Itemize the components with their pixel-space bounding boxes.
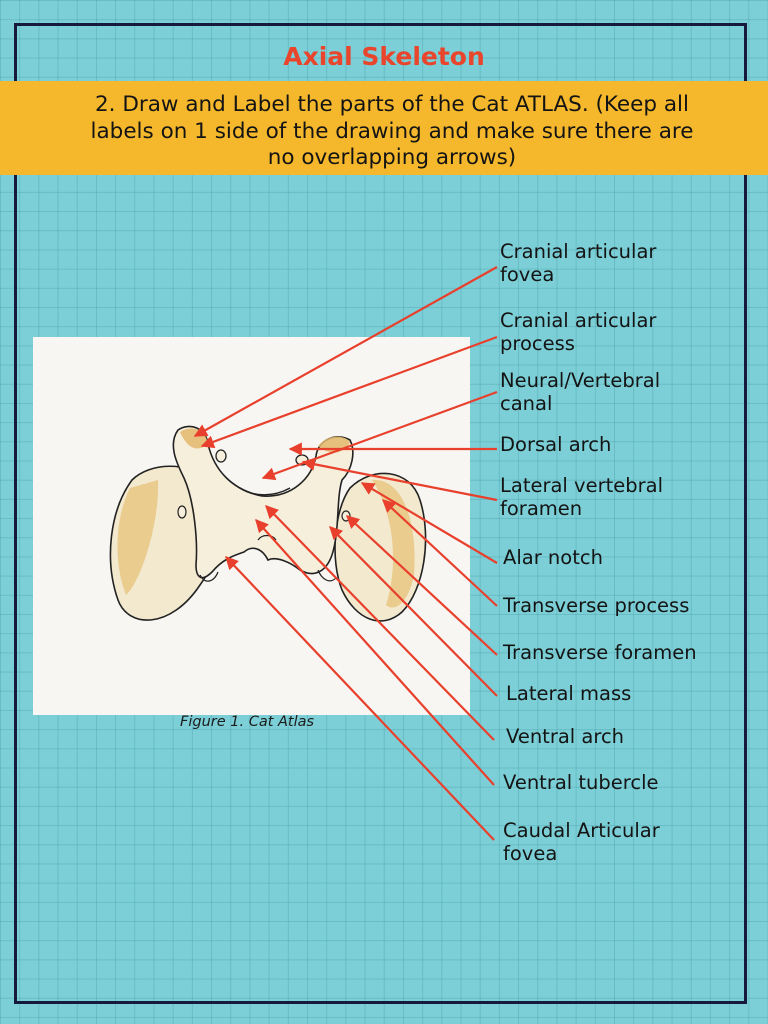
- arrow-caudal-articular-fovea: [225, 556, 495, 841]
- label-line: Lateral vertebral: [500, 474, 663, 497]
- label-alar-notch: Alar notch: [503, 546, 603, 569]
- label-line: Ventral tubercle: [503, 771, 659, 794]
- arrow-ventral-tubercle: [255, 519, 495, 786]
- label-neural-vertebral-canal: Neural/Vertebral canal: [500, 369, 660, 415]
- label-line: Cranial articular: [500, 240, 657, 263]
- label-line: Neural/Vertebral: [500, 369, 661, 392]
- instruction-line-1: 2. Draw and Label the parts of the Cat A…: [95, 92, 689, 117]
- arrow-ventral-arch: [265, 505, 495, 741]
- label-arrows: [193, 266, 498, 841]
- label-line: Dorsal arch: [500, 433, 612, 456]
- label-lateral-mass: Lateral mass: [506, 682, 631, 705]
- label-transverse-process: Transverse process: [503, 594, 689, 617]
- arrow-lateral-vertebral-foramen: [301, 457, 498, 502]
- label-lateral-vertebral-foramen: Lateral vertebral foramen: [500, 474, 663, 520]
- label-line: Transverse foramen: [503, 641, 697, 664]
- arrow-transverse-foramen: [346, 515, 498, 656]
- arrow-neural-canal: [261, 390, 498, 481]
- label-line: fovea: [503, 842, 558, 865]
- figure-caption: Figure 1. Cat Atlas: [180, 714, 315, 730]
- label-cranial-articular-process: Cranial articular process: [500, 309, 656, 355]
- label-line: foramen: [500, 497, 583, 520]
- arrow-lateral-mass: [329, 526, 498, 697]
- label-line: process: [500, 332, 575, 355]
- label-line: Cranial articular: [500, 309, 657, 332]
- label-line: Alar notch: [503, 546, 603, 569]
- arrow-transverse-process: [382, 499, 498, 607]
- label-ventral-arch: Ventral arch: [506, 725, 624, 748]
- label-line: Ventral arch: [506, 725, 625, 748]
- instruction-banner: [0, 81, 768, 175]
- label-line: Lateral mass: [506, 682, 632, 705]
- label-line: fovea: [500, 263, 555, 286]
- label-transverse-foramen: Transverse foramen: [503, 641, 697, 664]
- arrow-alar-notch: [360, 482, 498, 564]
- instruction-text: 2. Draw and Label the parts of the Cat A…: [20, 92, 764, 172]
- page-frame: [14, 23, 747, 1004]
- label-line: canal: [500, 392, 553, 415]
- page-title: Axial Skeleton: [283, 42, 485, 71]
- instruction-line-3: no overlapping arrows): [267, 145, 517, 170]
- label-line: Caudal Articular: [503, 819, 660, 842]
- arrow-cranial-articular-process: [200, 335, 498, 449]
- arrow-cranial-articular-fovea: [193, 266, 498, 437]
- instruction-line-2: labels on 1 side of the drawing and make…: [90, 118, 694, 144]
- label-dorsal-arch: Dorsal arch: [500, 433, 611, 456]
- label-line: Transverse process: [503, 594, 690, 617]
- label-ventral-tubercle: Ventral tubercle: [503, 771, 659, 794]
- label-caudal-articular-fovea: Caudal Articular fovea: [503, 819, 660, 865]
- label-cranial-articular-fovea: Cranial articular fovea: [500, 240, 656, 286]
